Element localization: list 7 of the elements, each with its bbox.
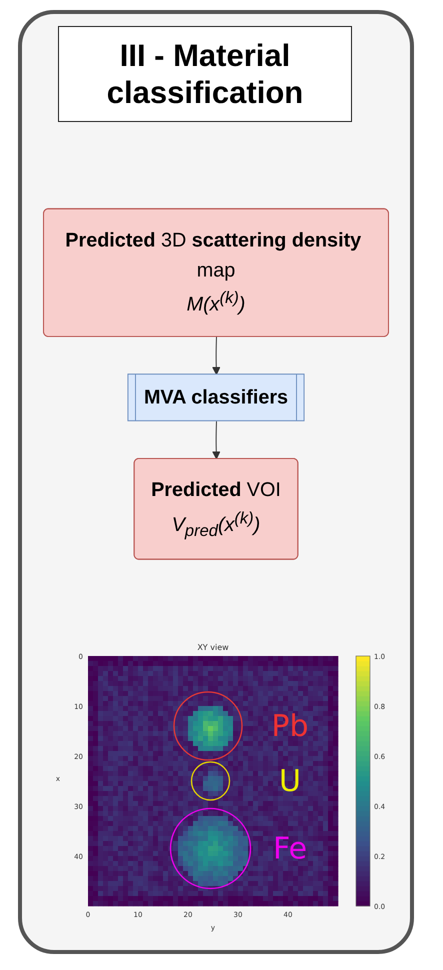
element-label: Fe [272,832,308,866]
arrow [212,420,220,460]
element-label: Pb [271,709,309,744]
element-label: U [279,764,301,799]
chart-title: XY view [197,643,229,652]
arrow [212,336,220,375]
title: III - Material classification [58,26,352,122]
